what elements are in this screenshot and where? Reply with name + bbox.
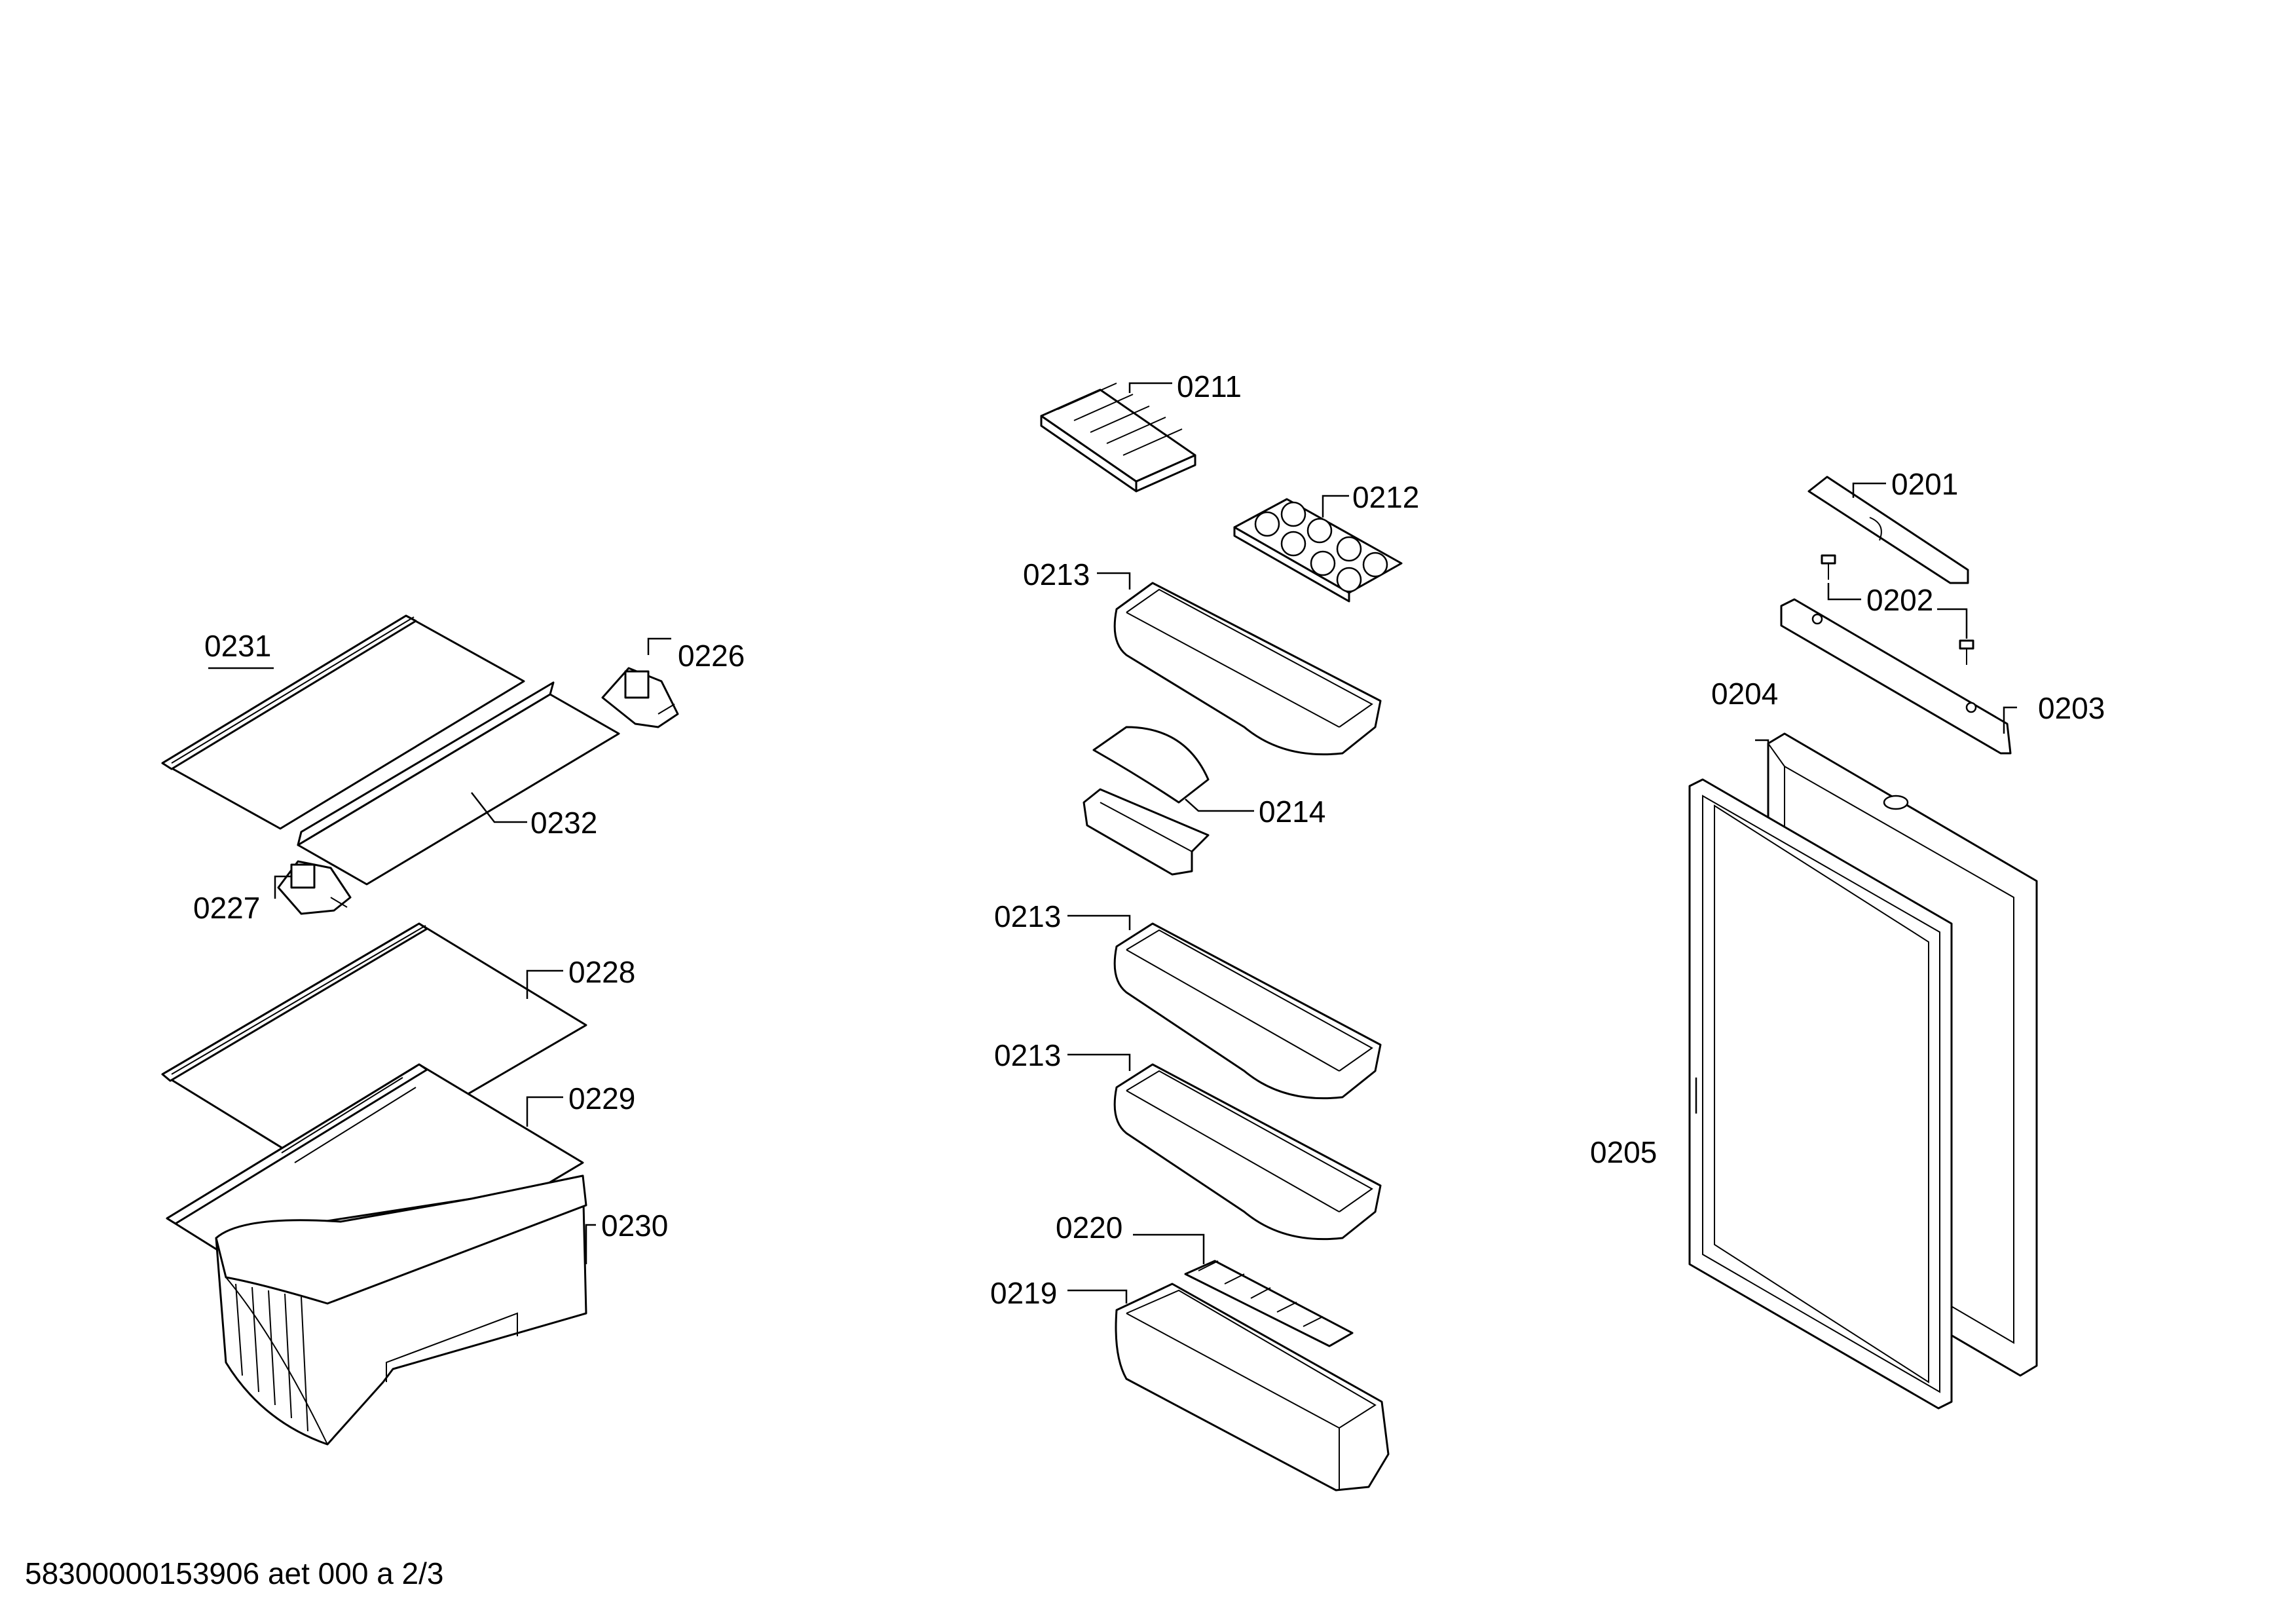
callout-0227: 0227 [193, 891, 260, 925]
part-0219-bottle-bin [1115, 1283, 1390, 1492]
part-0213-bin-middle [1113, 922, 1382, 1100]
callout-0205: 0205 [1590, 1135, 1657, 1169]
part-0213-bin-lower [1113, 1063, 1382, 1241]
drawer-ribs [235, 1283, 308, 1432]
callout-0228: 0228 [568, 955, 635, 989]
part-0201-trim [1807, 476, 1969, 584]
part-0231-shelf [161, 614, 525, 830]
callout-0220: 0220 [1056, 1210, 1122, 1245]
part-0202-screw-right [1959, 639, 1974, 665]
drawing-reference: 58300000153906 aet 000 a 2/3 [25, 1556, 444, 1590]
part-0226-holder [601, 667, 679, 728]
part-0202-screw-left [1821, 554, 1836, 580]
callout-0214: 0214 [1259, 795, 1325, 829]
callout-0230: 0230 [601, 1209, 668, 1243]
callout-0211: 0211 [1177, 369, 1242, 404]
part-0230-drawer [215, 1174, 587, 1446]
part-0227-holder [277, 860, 352, 915]
callout-0202: 0202 [1866, 583, 1933, 617]
callout-0213-upper: 0213 [1023, 557, 1090, 591]
callout-0213-middle: 0213 [994, 899, 1061, 933]
part-0232-shelf [297, 681, 620, 886]
part-0205-gasket [1688, 778, 1953, 1410]
part-0228-shelf [161, 922, 587, 1177]
part-0214-holder [1083, 726, 1210, 876]
callout-0229: 0229 [568, 1081, 635, 1116]
callout-0204: 0204 [1711, 677, 1778, 711]
part-0211-ice-tray [1040, 383, 1196, 493]
callout-0203: 0203 [2038, 691, 2105, 725]
callout-0232: 0232 [530, 806, 597, 840]
callout-0212: 0212 [1352, 480, 1419, 514]
part-0212-egg-tray [1233, 498, 1403, 603]
callout-0201: 0201 [1891, 467, 1958, 501]
part-0203-hinge [1780, 598, 2012, 755]
part-0220-divider [1184, 1260, 1354, 1347]
part-0213-bin-upper [1113, 582, 1382, 756]
callout-0231: 0231 [204, 629, 271, 663]
ice-cells [1057, 383, 1183, 456]
callout-0219: 0219 [990, 1276, 1057, 1310]
callout-0226: 0226 [678, 639, 745, 673]
callout-0213-lower: 0213 [994, 1038, 1061, 1072]
